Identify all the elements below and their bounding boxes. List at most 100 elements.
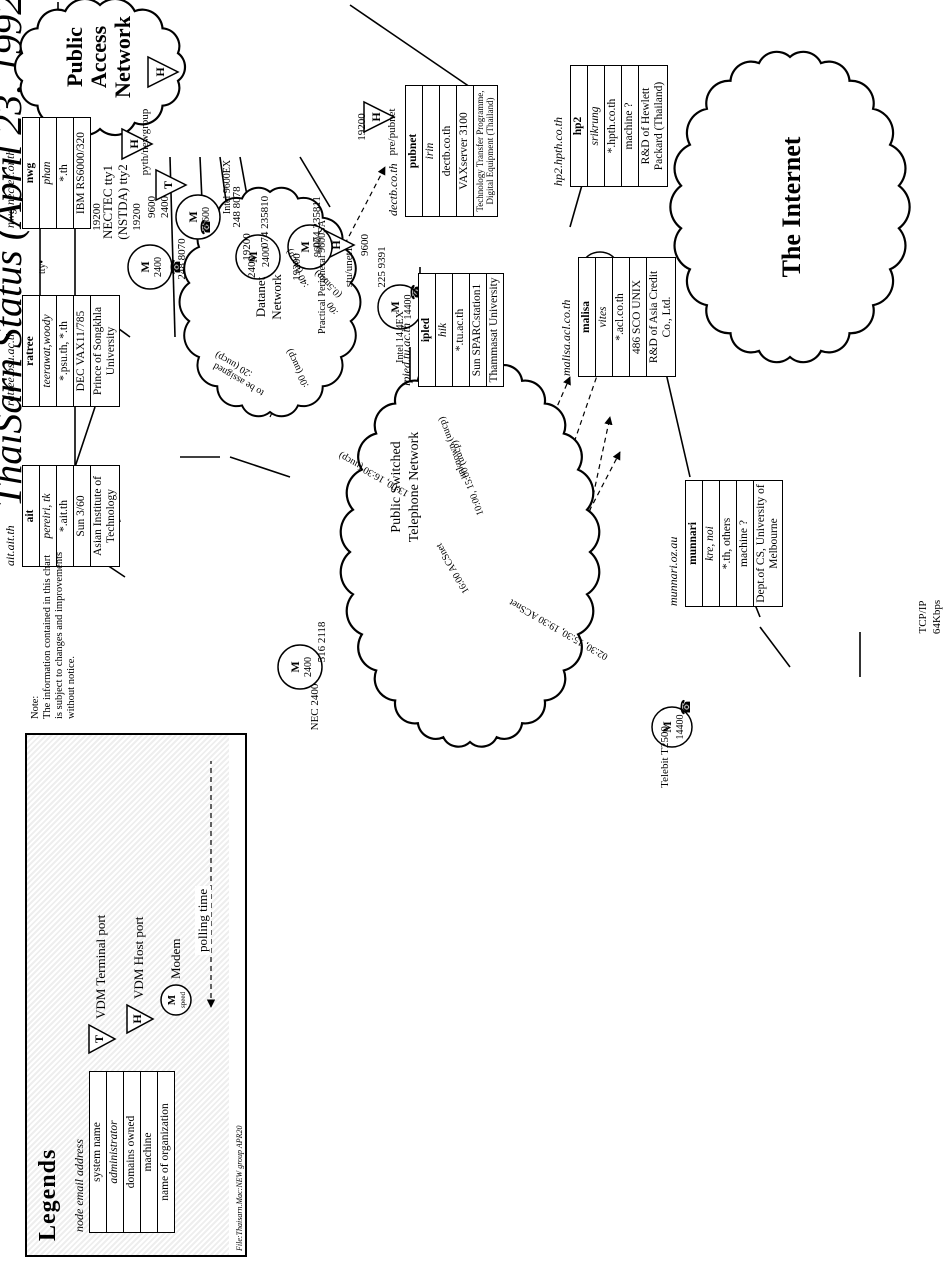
host-munnari-system: munnari — [686, 481, 703, 606]
port-prepub-label: pre/pubnet — [386, 108, 398, 155]
legend-row-system: system name — [90, 1072, 107, 1232]
cloud-datanet-label-2: Network — [269, 274, 284, 320]
cloud-public-access — [13, 0, 187, 137]
host-nwg-domains: *.th — [57, 118, 74, 228]
polling-route-2 — [319, 166, 386, 293]
port-public — [147, 55, 180, 89]
modem-nec-2400 — [277, 644, 323, 690]
host-ipied-admin: hik — [436, 274, 453, 386]
note-line-2: The information contained in this chart — [42, 554, 53, 719]
host-hp2-machine: machine ? — [622, 66, 639, 186]
host-malisa: malisa.acl.co.th malisa vites *.acl.co.t… — [559, 257, 677, 377]
modem-9600-235811-speed: 9600 — [313, 237, 324, 257]
link-line-24 — [759, 626, 791, 668]
note-line-3: is subject to changes and improvements — [54, 551, 65, 719]
modem-intel-9600 — [175, 194, 221, 240]
cloud-pstn — [339, 356, 601, 748]
host-ait-domain: ait.ait.th — [3, 525, 17, 566]
note-line-4: without notice. — [66, 656, 77, 719]
legend: Legends node email address system name a… — [25, 733, 247, 1257]
host-ratree: ratree.psu.ac.th ratree teerawat,woody *… — [3, 295, 121, 407]
cloud-pstn-label-2: Telephone Network — [407, 432, 422, 543]
cloud-public-label-3: Network — [110, 15, 135, 98]
port-public-label: H — [153, 67, 167, 77]
phone-icon-2: ☎ — [168, 259, 183, 275]
modem-2400-8070-speed: 2400 — [153, 257, 164, 277]
port-pyth-label: H — [127, 139, 141, 149]
host-ratree-machine: DEC VAX11/785 — [74, 296, 91, 406]
svg-text:T: T — [92, 1035, 106, 1043]
note: Note: The information contained in this … — [30, 439, 78, 719]
speed-label-6: 19200 — [291, 253, 303, 281]
modem-9600-235811-model: Practical Peripheral 9600SA — [317, 219, 328, 334]
host-munnari-admin: kre, noi — [703, 481, 720, 606]
link-line-15 — [299, 156, 331, 208]
legend-modem-icon: M speed — [160, 984, 192, 1016]
note-line-1: Note: — [30, 695, 41, 719]
host-hp2-system: hp2 — [571, 66, 588, 186]
cloud-public-label-2: Access — [86, 25, 111, 88]
modem-9600-235811-letter: M — [298, 241, 312, 252]
modem-2400-235810-letter: M — [246, 251, 260, 262]
internet-speed: 64Kbps — [931, 600, 943, 634]
legend-terminal-icon: T — [88, 1023, 117, 1055]
cloud-datanet-label-1: Datanet — [253, 276, 268, 317]
legend-modem-label: Modem — [168, 938, 183, 979]
speed-label-0: 19200 — [91, 203, 103, 231]
host-nwg-org: NECTEC tty1 (NSTDA) tty2 — [100, 147, 130, 257]
host-ratree-domains: *.psu.th, *.th — [57, 296, 74, 406]
modem-intel-9600-phone: 248 8078 — [231, 186, 243, 228]
host-munnari-org: Dept.of CS, University of Melbourne — [755, 484, 781, 603]
host-munnari: munnari.oz.au munnari kre, noi *.th, oth… — [666, 480, 784, 607]
svg-text:speed: speed — [179, 992, 187, 1008]
host-nwg-admin: phan — [40, 118, 57, 228]
host-dectb-machine: VAXserver 3100 — [457, 86, 474, 216]
host-nwg: nwg.nectec.or.th nwg phan *.th IBM RS600… — [3, 117, 91, 229]
modem-nec-2400-letter: M — [288, 661, 302, 672]
host-hp2: hp2.hpth.co.th hp2 srikrung *.hpth.co.th… — [551, 65, 669, 187]
modem-9600-235811-phone: 074 235811 — [311, 196, 323, 248]
host-nwg-system: nwg — [23, 118, 40, 228]
modem-nec-2400-speed: 2400 — [303, 657, 314, 677]
host-ipied-org: Thammasat University — [488, 277, 500, 383]
modem-telebit — [651, 706, 693, 748]
legend-row-admin: administrator — [107, 1072, 124, 1232]
phone-icon-1: ☎ — [198, 219, 213, 235]
legend-host-label: VDM Host port — [131, 916, 146, 999]
modem-intel-14400-phone: 225 9391 — [376, 246, 388, 287]
nwg-ttya: tty• — [37, 260, 48, 274]
host-ratree-org: Prince of Songkhla University — [92, 306, 118, 396]
port-prepub-1 — [363, 100, 396, 134]
legend-terminal-label: VDM Terminal port — [93, 914, 108, 1019]
modem-intel-9600-letter: M — [186, 211, 200, 222]
legend-host-table: node email address system name administr… — [72, 1071, 175, 1233]
modem-intel-9600-model: Intel 9600EX — [222, 159, 233, 214]
speed-label-2: 9600 — [146, 196, 158, 219]
host-nwg-org-line1: NECTEC tty1 — [100, 164, 115, 240]
host-dectb-admin: irin — [423, 86, 440, 216]
port-stu-label: H — [329, 240, 343, 250]
host-dectb-system: pubnet — [406, 86, 423, 216]
speed-label-4: 19200 — [241, 233, 253, 261]
speed-label-3: 2400 — [159, 196, 171, 219]
port-terminal-nwg — [155, 168, 188, 202]
legend-polling-line — [206, 761, 216, 1008]
host-hp2-domain: hp2.hpth.co.th — [551, 117, 565, 186]
host-ipied-domains: *.tu.ac.th — [453, 274, 470, 386]
svg-text:H: H — [130, 1014, 144, 1024]
host-nwg-machine: IBM RS6000/320 — [75, 131, 87, 215]
host-dectb: dectb.co.th pubnet irin dectb.co.th VAXs… — [386, 85, 498, 217]
cloud-internet-label: The Internet — [777, 136, 806, 277]
host-malisa-machine: 486 SCO UNIX — [630, 258, 647, 376]
host-hp2-admin: srikrung — [588, 66, 605, 186]
legend-header: node email address — [72, 1139, 86, 1232]
modem-intel-14400-speed: 14400 — [403, 295, 414, 320]
host-ratree-admin: teerawat,woody — [40, 296, 57, 406]
modem-2400-235810 — [235, 234, 281, 280]
svg-text:M: M — [166, 994, 178, 1005]
modem-2400-8070-letter: M — [138, 261, 152, 272]
cloud-internet — [669, 50, 911, 364]
